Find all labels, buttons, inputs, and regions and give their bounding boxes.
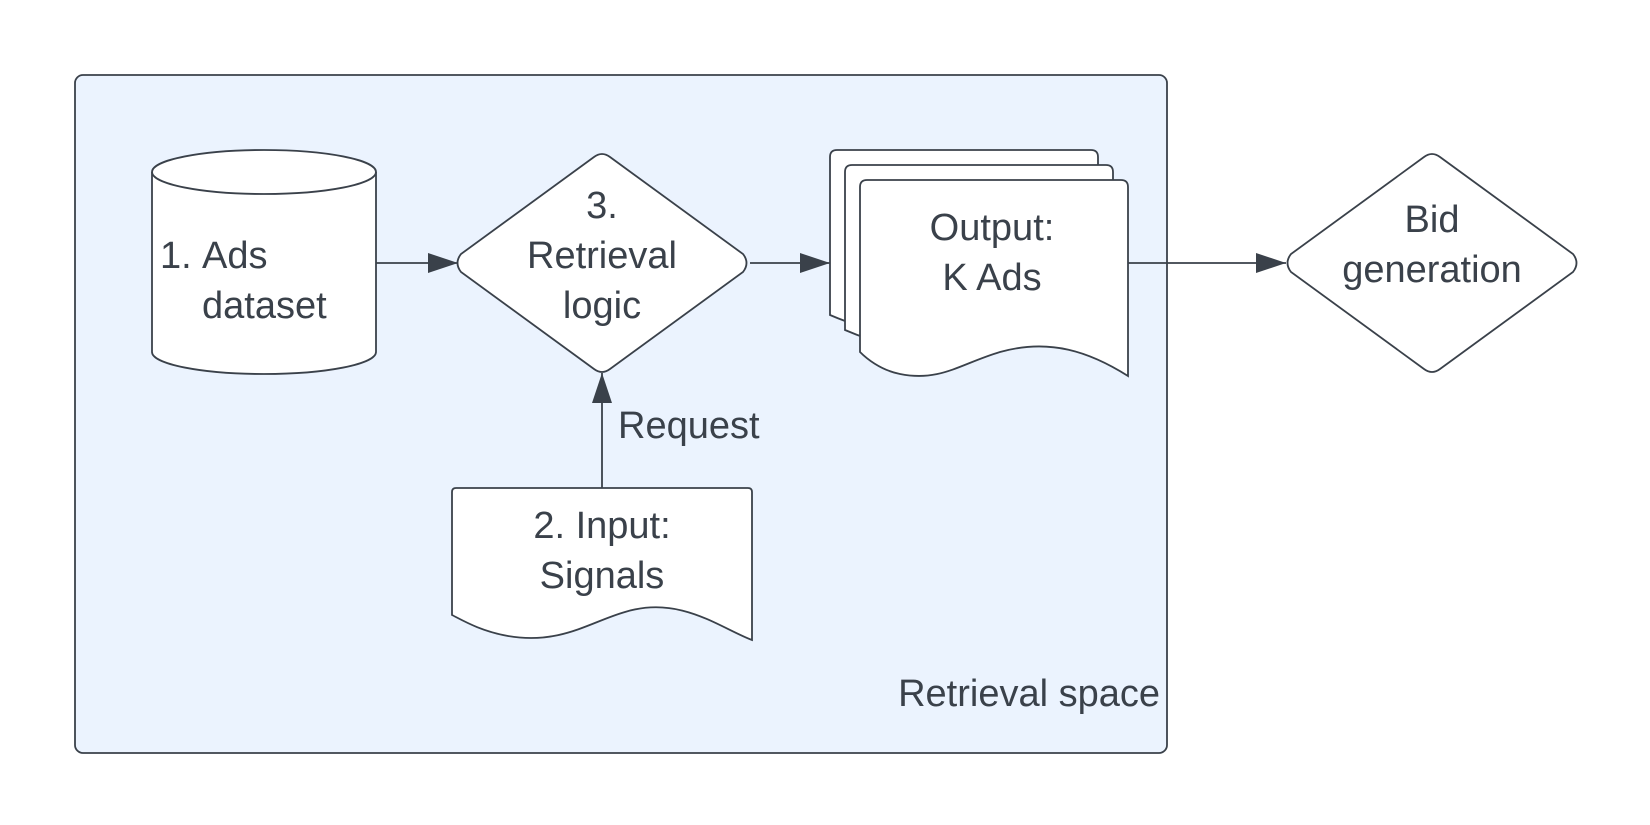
output-label-line2: K Ads — [942, 257, 1041, 299]
bid-generation-diamond — [1286, 153, 1578, 373]
input-signals-document — [451, 487, 753, 642]
ads-dataset-label-line2: dataset — [202, 285, 327, 327]
request-edge-label: Request — [618, 405, 760, 447]
bid-generation-label-line1: Bid — [1405, 199, 1460, 241]
retrieval-logic-node: 3. Retrieval logic — [456, 153, 748, 373]
input-signals-label-line2: Signals — [540, 555, 665, 597]
bid-generation-label-line2: generation — [1342, 249, 1522, 291]
retrieval-space-label: Retrieval space — [898, 673, 1160, 715]
input-signals-node: 2. Input: Signals — [451, 487, 753, 642]
ads-dataset-node: 1. Ads dataset — [151, 149, 377, 375]
bid-generation-node: Bid generation — [1286, 153, 1578, 373]
output-k-ads-node: Output: K Ads — [829, 149, 1129, 378]
input-signals-label-line1: 2. Input: — [533, 505, 670, 547]
output-label-line1: Output: — [930, 207, 1055, 249]
retrieval-logic-label-line1: 3. — [586, 185, 618, 227]
ads-dataset-label-line1: Ads — [202, 235, 267, 277]
cylinder-body — [151, 149, 377, 375]
edges: Request — [376, 253, 1286, 488]
cylinder-rim — [151, 171, 377, 195]
output-document-front — [859, 179, 1129, 378]
retrieval-logic-label-line2: Retrieval — [527, 235, 677, 277]
ads-dataset-number: 1. — [160, 235, 192, 277]
retrieval-logic-label-line3: logic — [563, 285, 641, 327]
